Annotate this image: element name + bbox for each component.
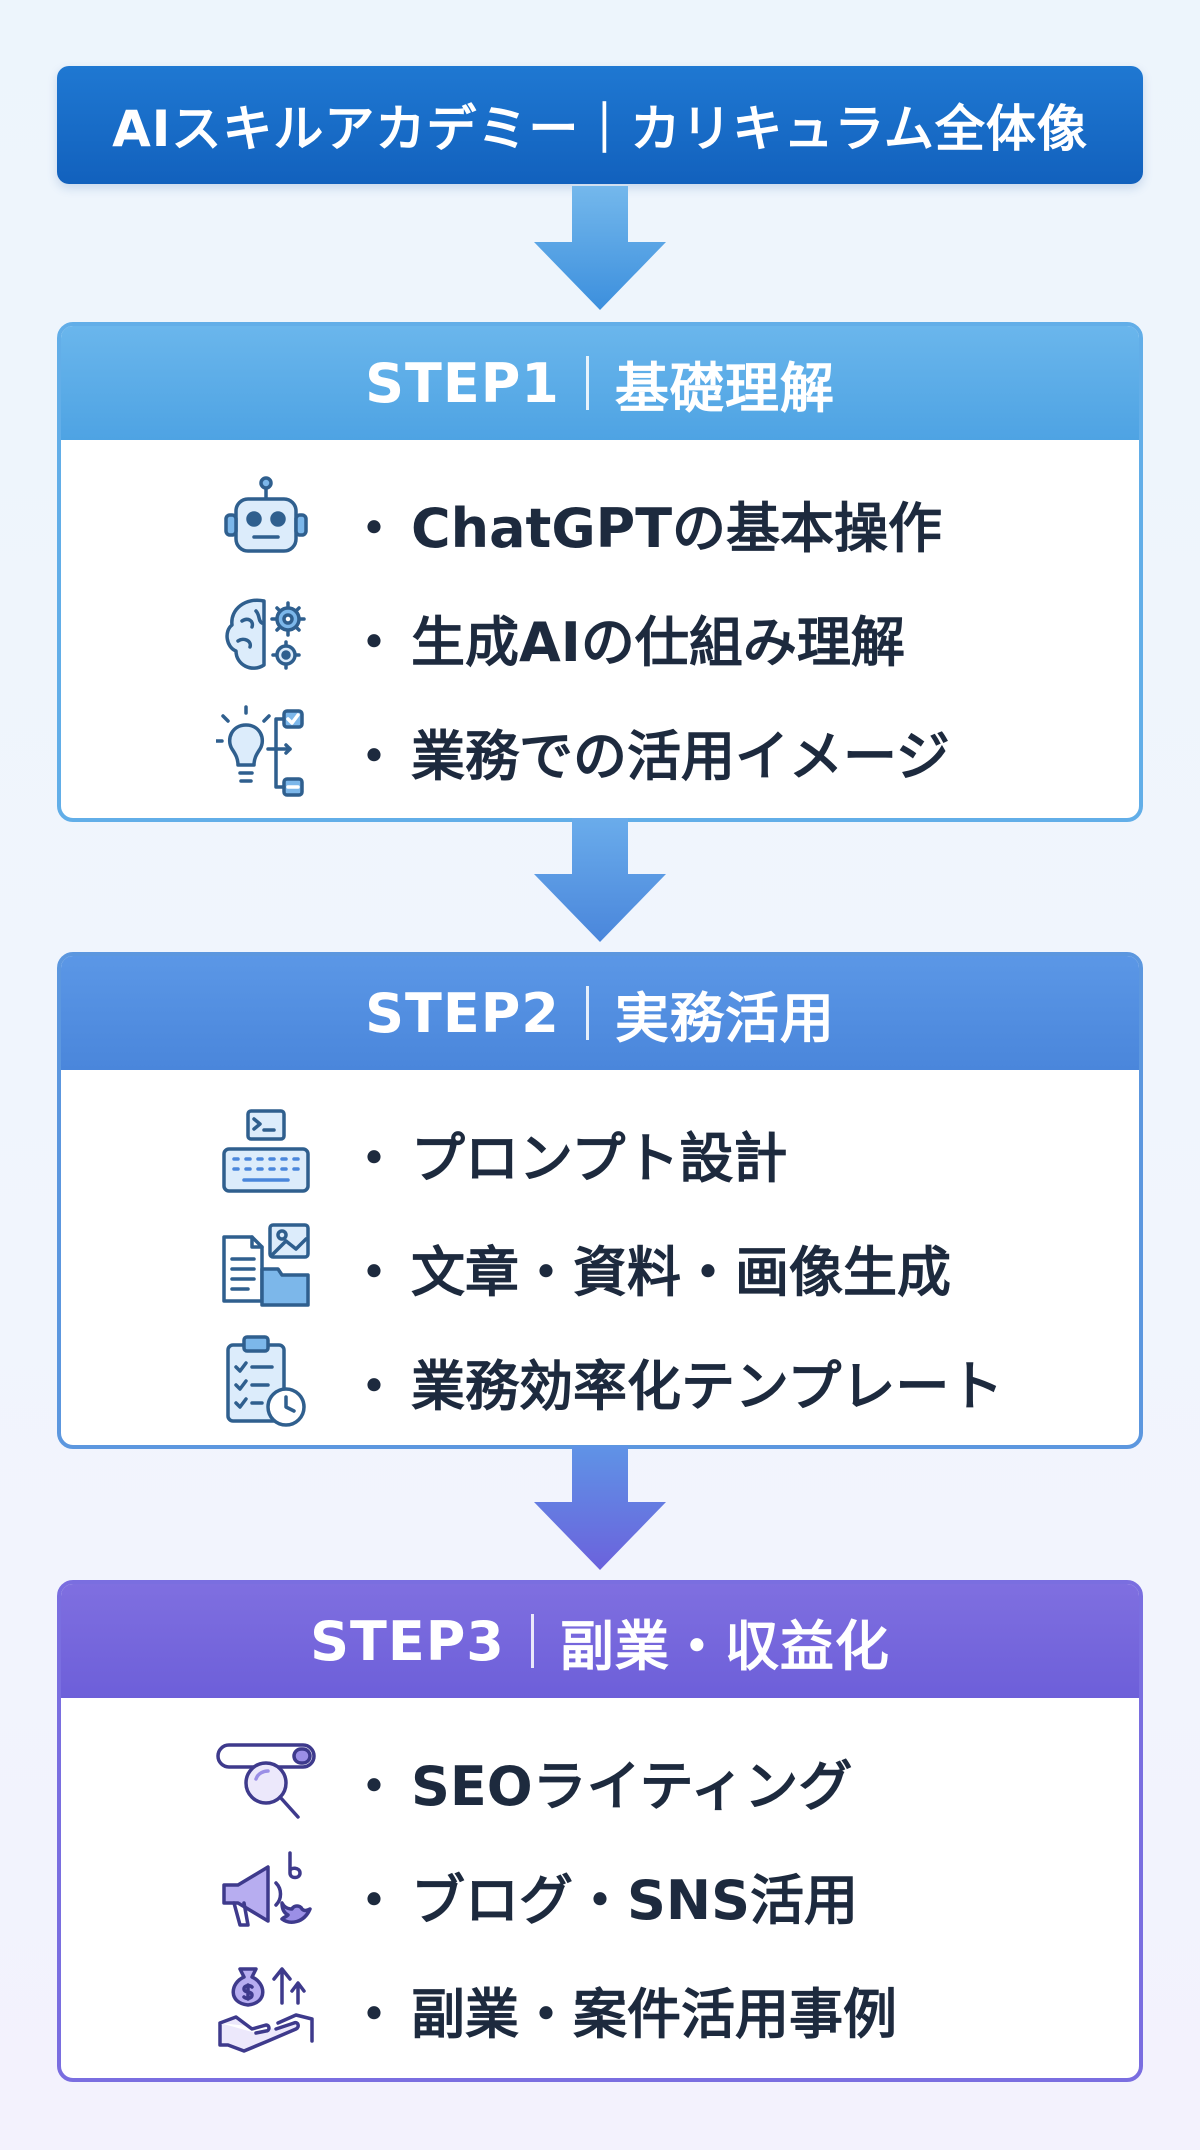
list-item: ・業務効率化テンプレート bbox=[61, 1324, 1139, 1438]
list-item: ・ChatGPTの基本操作 bbox=[61, 466, 1139, 580]
list-item-text: ・生成AIの仕組み理解 bbox=[347, 610, 905, 674]
list-item: ・文章・資料・画像生成 bbox=[61, 1210, 1139, 1324]
keyboard-terminal-icon bbox=[211, 1103, 321, 1203]
list-item-text: ・文章・資料・画像生成 bbox=[347, 1240, 951, 1304]
step2-list: ・プロンプト設計 ・文章・資料・画像生成 bbox=[61, 1070, 1139, 1438]
list-item: ・副業・案件活用事例 bbox=[61, 1952, 1139, 2066]
header-divider bbox=[585, 986, 589, 1040]
step3-list: ・SEOライティング ・ブログ・SNS活用 bbox=[61, 1698, 1139, 2066]
down-arrow-icon bbox=[534, 818, 666, 942]
step2-label: STEP2 bbox=[365, 981, 560, 1045]
step3-label: STEP3 bbox=[310, 1609, 505, 1673]
step1-label: STEP1 bbox=[365, 351, 560, 415]
clipboard-clock-icon bbox=[211, 1331, 321, 1431]
list-item: ・プロンプト設計 bbox=[61, 1096, 1139, 1210]
step1-name: 基礎理解 bbox=[614, 356, 835, 420]
list-item-text: ・ブログ・SNS活用 bbox=[347, 1868, 858, 1932]
header-divider bbox=[585, 356, 589, 410]
list-item: ・SEOライティング bbox=[61, 1724, 1139, 1838]
header-divider bbox=[530, 1614, 534, 1668]
list-item-text: ・業務効率化テンプレート bbox=[347, 1354, 1004, 1418]
search-bar-magnifier-icon bbox=[211, 1731, 321, 1831]
money-handshake-icon bbox=[211, 1959, 321, 2059]
step1-card: STEP1 基礎理解 ・ChatGPTの基本操作 bbox=[57, 322, 1143, 822]
step1-header: STEP1 基礎理解 bbox=[61, 326, 1139, 440]
list-item: ・業務での活用イメージ bbox=[61, 694, 1139, 808]
list-item: ・ブログ・SNS活用 bbox=[61, 1838, 1139, 1952]
step3-name: 副業・収益化 bbox=[559, 1614, 890, 1678]
lightbulb-flow-icon bbox=[211, 701, 321, 801]
megaphone-social-icon bbox=[211, 1845, 321, 1945]
step1-list: ・ChatGPTの基本操作 ・生成AIの仕組み理解 bbox=[61, 440, 1139, 808]
brain-gears-icon bbox=[211, 587, 321, 687]
list-item-text: ・ChatGPTの基本操作 bbox=[347, 496, 943, 560]
robot-icon bbox=[211, 473, 321, 573]
document-image-folder-icon bbox=[211, 1217, 321, 1317]
down-arrow-icon bbox=[534, 186, 666, 310]
step2-name: 実務活用 bbox=[614, 986, 835, 1050]
list-item-text: ・SEOライティング bbox=[347, 1754, 853, 1818]
step3-card: STEP3 副業・収益化 ・SEOライティング bbox=[57, 1580, 1143, 2082]
list-item-text: ・プロンプト設計 bbox=[347, 1126, 788, 1190]
list-item-text: ・業務での活用イメージ bbox=[347, 724, 950, 788]
step3-header: STEP3 副業・収益化 bbox=[61, 1584, 1139, 1698]
curriculum-title: AIスキルアカデミー｜カリキュラム全体像 bbox=[57, 66, 1143, 184]
step2-card: STEP2 実務活用 ・プロンプト設計 bbox=[57, 952, 1143, 1449]
list-item-text: ・副業・案件活用事例 bbox=[347, 1982, 897, 2046]
list-item: ・生成AIの仕組み理解 bbox=[61, 580, 1139, 694]
step2-header: STEP2 実務活用 bbox=[61, 956, 1139, 1070]
down-arrow-icon bbox=[534, 1446, 666, 1570]
